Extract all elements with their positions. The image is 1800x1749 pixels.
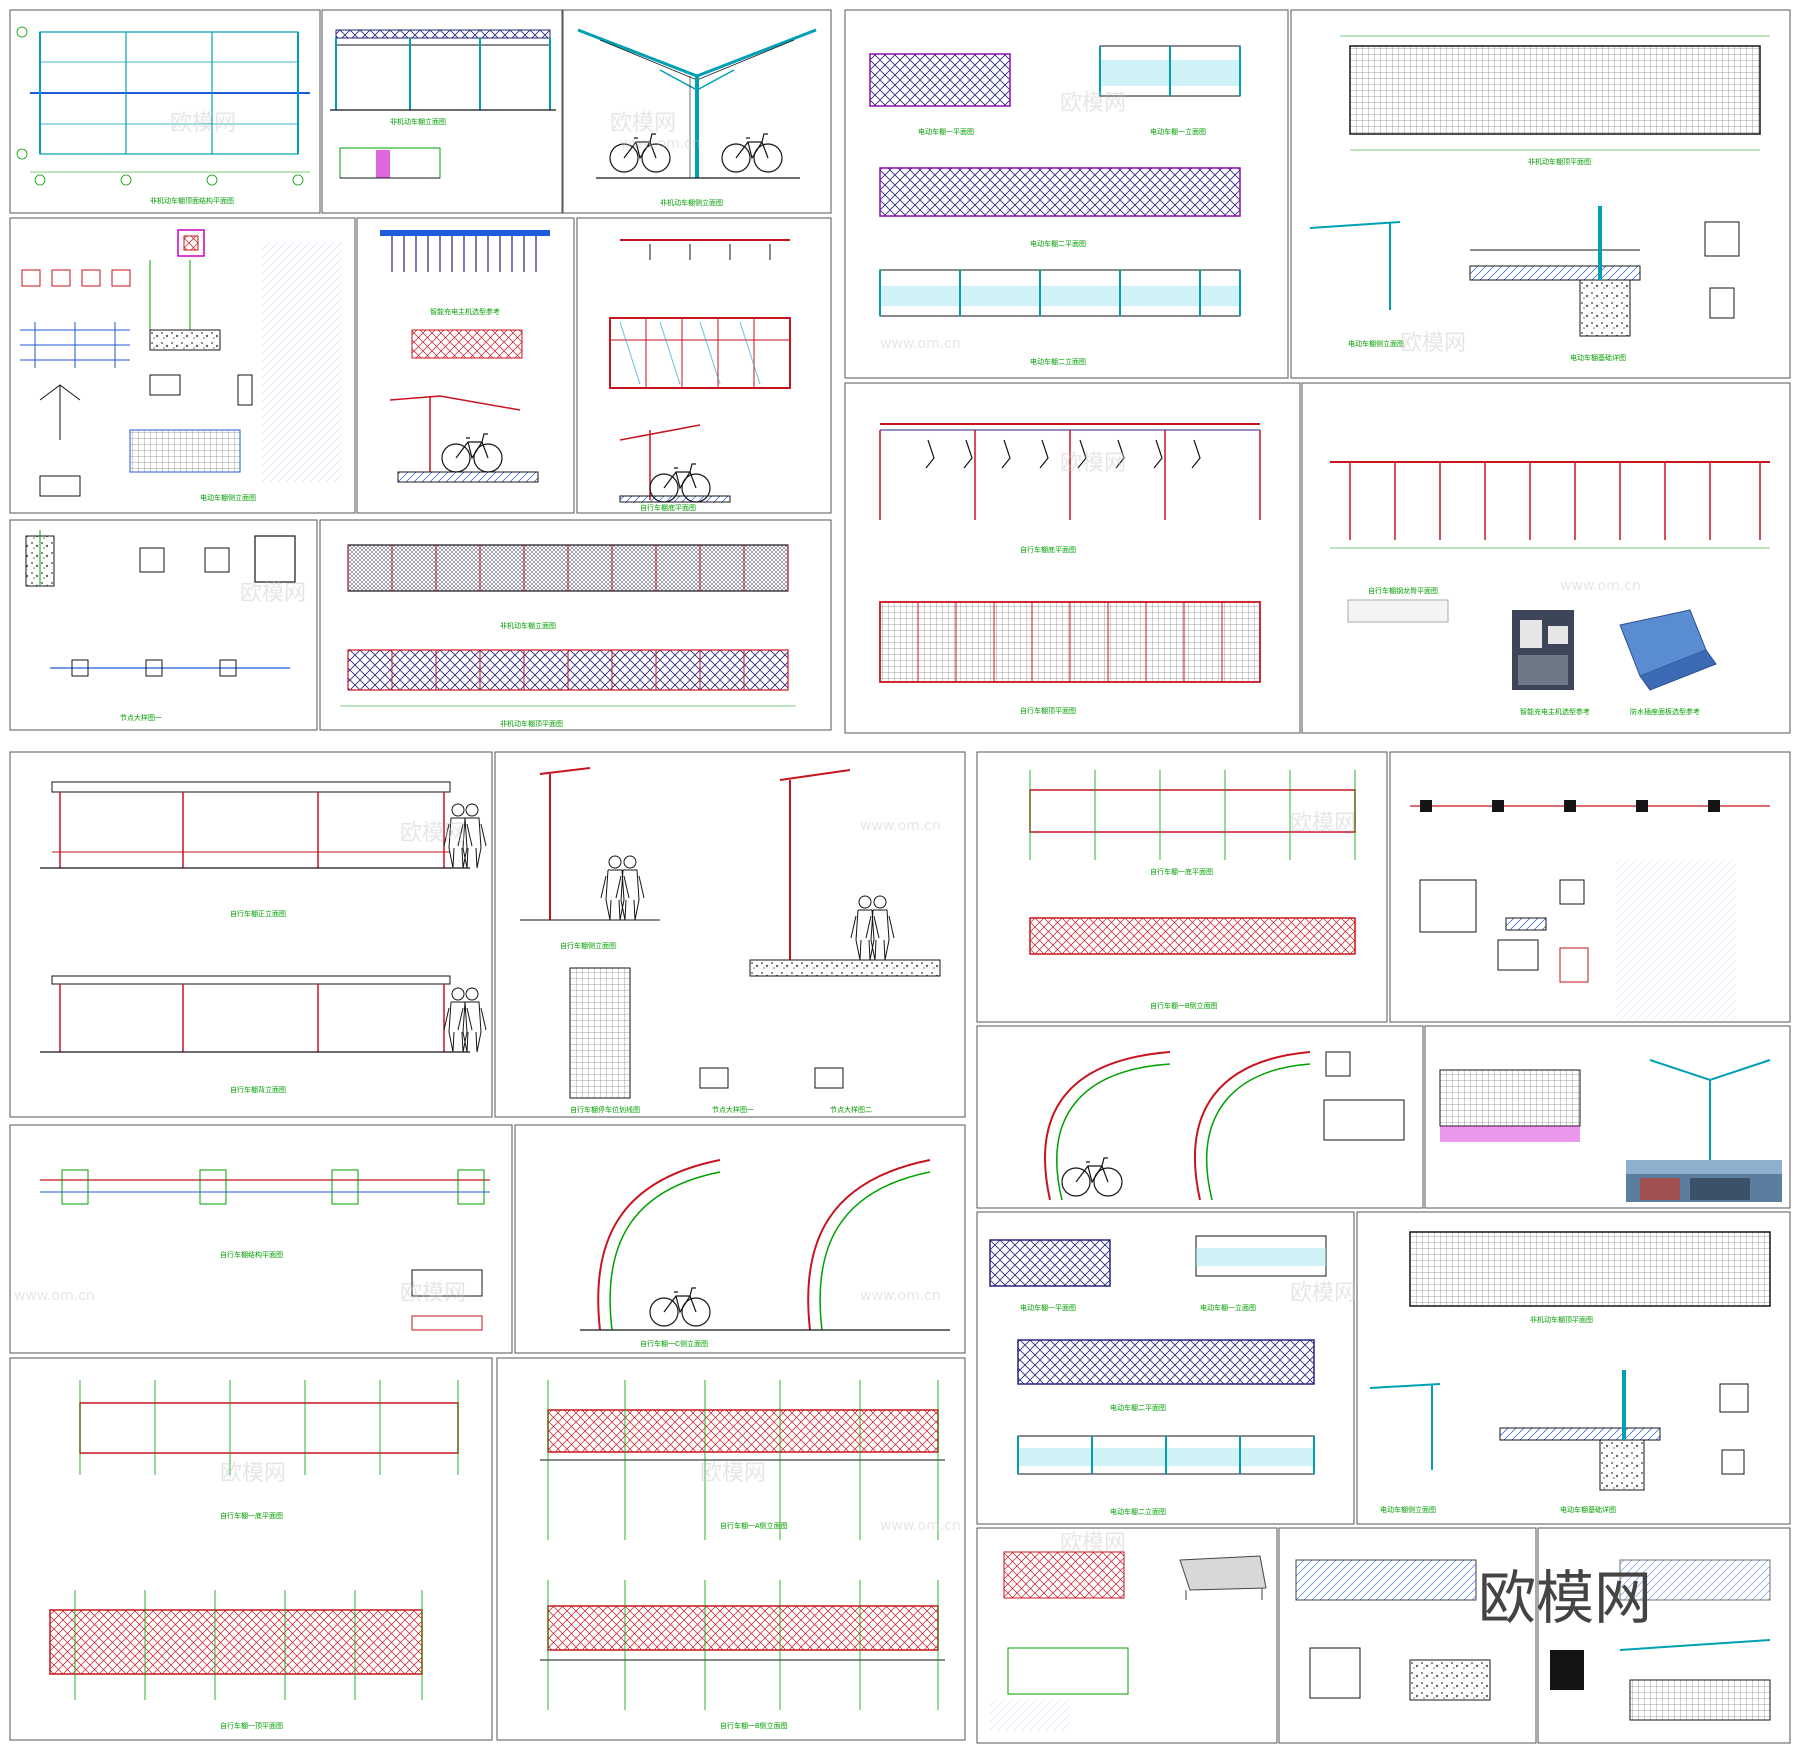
panel-foundation-details: 电动车棚侧立面图 — [20, 229, 342, 502]
panel-title: 电动车棚基础详图 — [1560, 1505, 1616, 1514]
watermark-url: www.om.cn — [620, 136, 701, 152]
panel-ab-side-elevations: 自行车棚一A侧立面图 自行车棚一B侧立面图 — [540, 1380, 945, 1730]
panel-title: 节点大样图一 — [120, 713, 162, 722]
watermark-faint: 欧模网 — [400, 821, 466, 846]
panel-title: 自行车棚顶平面图 — [1020, 706, 1076, 715]
panel-title: 电动车棚侧立面图 — [200, 493, 256, 502]
panel-title: 自行车棚一C侧立面图 — [640, 1339, 708, 1348]
panel-stand-plan-section: 自行车棚底平面图 — [609, 239, 791, 512]
watermark-faint: 欧模网 — [1060, 451, 1126, 476]
panel-side-elevation-parking: 自行车棚侧立面图 自行车棚停车位划线图 节点大样图一 节点大样图二 — [520, 767, 941, 1114]
panel-structure-plan: 自行车棚结构平面图 — [40, 1169, 490, 1331]
panel-foundation-plan-right — [1410, 800, 1770, 1020]
panel-curved-side-elevation: 自行车棚一C侧立面图 — [580, 1159, 950, 1348]
panel-title: 电动车棚二立面图 — [1110, 1507, 1166, 1516]
panel-steel-keel-plan: 自行车棚钢龙骨平面图 智能充电主机选型参考 防水插座面板选型参考 — [1330, 461, 1770, 716]
panel-title: 非机动车棚顶平面图 — [1530, 1315, 1593, 1324]
panel-small-detail-sheet — [1295, 1559, 1491, 1701]
panel-title: 电动车棚一立面图 — [1150, 127, 1206, 136]
panel-plan-1-50-right: 自行车棚一底平面图 自行车棚一B侧立面图 — [1029, 770, 1356, 1010]
watermark-layer: 欧模网 欧模网 欧模网 欧模网 欧模网 欧模网 欧模网 欧模网 欧模网 欧模网 … — [14, 91, 1652, 1632]
panel-title: 节点大样图一 — [712, 1105, 754, 1114]
panel-long-elevation-plan: 非机动车棚立面图 非机动车棚顶平面图 — [340, 544, 796, 728]
panel-title: 自行车棚结构平面图 — [220, 1250, 283, 1259]
watermark-faint: 欧模网 — [1060, 91, 1126, 116]
watermark-faint: 欧模网 — [1400, 331, 1466, 356]
panel-node-details: 节点大样图一 — [25, 530, 296, 722]
panel-title: 非机动车棚立面图 — [390, 117, 446, 126]
watermark-faint: 欧模网 — [700, 1461, 766, 1486]
panel-title: 节点大样图二 — [830, 1105, 872, 1114]
panel-title: 电动车棚一平面图 — [918, 127, 974, 136]
panel-title: 电动车棚基础详图 — [1570, 353, 1626, 362]
panel-title: 自行车棚一B侧立面图 — [1150, 1001, 1218, 1010]
watermark-faint: 欧模网 — [610, 111, 676, 136]
watermark-faint: 欧模网 — [220, 1461, 286, 1486]
panel-title: 智能充电主机选型参考 — [1520, 707, 1590, 716]
watermark-url: www.om.cn — [1560, 578, 1641, 594]
panel-title: 自行车棚一底平面图 — [1150, 867, 1213, 876]
watermark-url: www.om.cn — [860, 818, 941, 834]
panel-title: 自行车棚一B侧立面图 — [720, 1721, 788, 1730]
panel-title: 自行车棚底平面图 — [1020, 545, 1076, 554]
panel-small-sheet-perspective — [990, 1551, 1267, 1730]
watermark-faint: 欧模网 — [400, 1281, 466, 1306]
panel-front-back-elevation: 自行车棚正立面图 自行车棚背立面图 — [40, 781, 487, 1094]
watermark-faint: 欧模网 — [240, 581, 306, 606]
panel-bike-stand-plan: 智能充电主机选型参考 — [380, 230, 550, 483]
watermark-faint: 欧模网 — [1060, 1531, 1126, 1556]
panel-title: 自行车棚底平面图 — [640, 503, 696, 512]
panel-small-section-sheet — [1550, 1559, 1771, 1721]
panel-title: 电动车棚一立面图 — [1200, 1303, 1256, 1312]
watermark-url: www.om.cn — [14, 1288, 95, 1304]
watermark-url: www.om.cn — [880, 336, 961, 352]
panel-y-canopy-side: 非机动车棚侧立面图 — [577, 28, 817, 207]
panel-curved-side-small — [1044, 1051, 1405, 1201]
panel-title: 自行车棚一顶平面图 — [220, 1721, 283, 1730]
panel-roof-structure-plan: 非机动车棚顶面结构平面图 — [16, 26, 310, 205]
panel-plan-1-50: 自行车棚一底平面图 自行车棚一顶平面图 — [49, 1380, 459, 1730]
panel-title: 非机动车棚顶平面图 — [500, 719, 563, 728]
panel-title: 非机动车棚顶平面图 — [1528, 157, 1591, 166]
panel-title: 自行车棚一A侧立面图 — [720, 1521, 788, 1530]
watermark-url: www.om.cn — [860, 1288, 941, 1304]
panel-title: 电动车棚二平面图 — [1110, 1403, 1166, 1412]
panel-title: 自行车棚背立面图 — [230, 1085, 286, 1094]
panel-title: 非机动车棚侧立面图 — [660, 198, 723, 207]
panel-title: 电动车棚侧立面图 — [1348, 339, 1404, 348]
panel-title: 自行车棚钢龙骨平面图 — [1368, 586, 1438, 595]
panel-ebike-roof-plan: 非机动车棚顶平面图 电动车棚侧立面图 电动车棚基础详图 — [1309, 35, 1770, 362]
panel-ebike-roof-plan-2: 非机动车棚顶平面图 电动车棚侧立面图 电动车棚基础详图 — [1369, 1231, 1771, 1514]
notes-text-block — [1616, 860, 1736, 1020]
panel-frames — [9, 9, 1791, 1744]
panel-title: 电动车棚二平面图 — [1030, 239, 1086, 248]
panel-title: 非机动车棚立面图 — [500, 621, 556, 630]
watermark-faint: 欧模网 — [1290, 811, 1356, 836]
panel-title: 非机动车棚顶面结构平面图 — [150, 196, 234, 205]
logo-watermark: 欧模网 — [1478, 1564, 1652, 1632]
watermark-url: www.om.cn — [880, 1518, 961, 1534]
panel-title: 自行车棚停车位划线图 — [570, 1105, 640, 1114]
watermark-faint: 欧模网 — [1290, 1281, 1356, 1306]
panel-title: 防水插座面板选型参考 — [1630, 707, 1700, 716]
panel-nonmotor-shed-photo — [1439, 1059, 1782, 1202]
panel-title: 自行车棚一底平面图 — [220, 1511, 283, 1520]
panel-title: 电动车棚一平面图 — [1020, 1303, 1076, 1312]
panel-title: 电动车棚二立面图 — [1030, 357, 1086, 366]
panel-ebike-plans-2: 电动车棚一平面图 电动车棚一立面图 电动车棚二平面图 电动车棚二立面图 — [989, 1235, 1327, 1516]
notes-text-block — [262, 242, 342, 482]
panel-elevation: 非机动车棚立面图 — [330, 29, 556, 179]
watermark-faint: 欧模网 — [170, 111, 236, 136]
panel-title: 智能充电主机选型参考 — [430, 307, 500, 316]
panel-title: 电动车棚侧立面图 — [1380, 1505, 1436, 1514]
panel-title: 自行车棚正立面图 — [230, 909, 286, 918]
panel-title: 自行车棚侧立面图 — [560, 941, 616, 950]
panel-ebike-shed-plans: 电动车棚一平面图 电动车棚一立面图 电动车棚二平面图 电动车棚二立面图 — [869, 45, 1241, 366]
panel-bike-shed-bottom-top: 自行车棚底平面图 自行车棚顶平面图 — [879, 423, 1261, 715]
